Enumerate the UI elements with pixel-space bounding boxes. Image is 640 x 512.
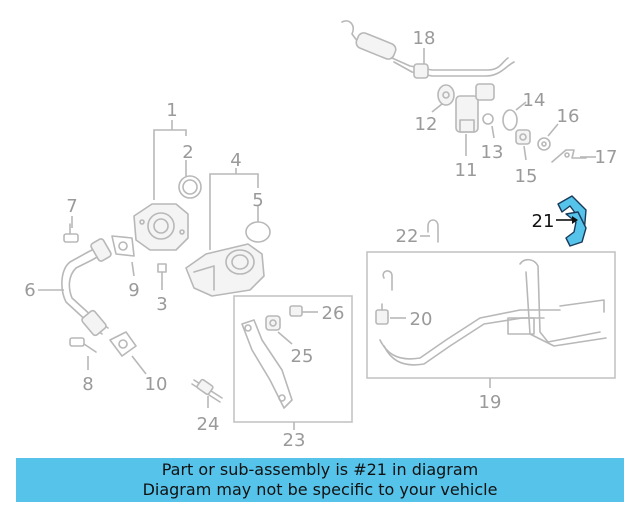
label-24: 24 [197, 414, 220, 435]
part-6-egr-pipe[interactable] [61, 238, 112, 337]
part-14-ring[interactable] [502, 109, 518, 131]
label-14: 14 [523, 90, 546, 111]
callout-10 [131, 355, 147, 375]
callout-15 [523, 145, 527, 161]
label-1: 1 [166, 100, 177, 121]
part-18-hose[interactable] [341, 20, 515, 79]
callout-14 [515, 101, 527, 111]
part-7-bolt[interactable] [63, 223, 79, 243]
label-19: 19 [479, 392, 502, 413]
label-25: 25 [291, 346, 314, 367]
info-banner: Part or sub-assembly is #21 in diagram D… [16, 458, 624, 502]
part-22-hook[interactable] [427, 219, 439, 243]
part-17-bracket[interactable] [551, 149, 587, 163]
part-11-valve[interactable] [455, 83, 495, 133]
label-17: 17 [595, 147, 618, 168]
part-21-pipe-highlighted[interactable] [557, 195, 587, 247]
part-12-cap[interactable] [437, 84, 455, 106]
label-4: 4 [230, 150, 241, 171]
label-22: 22 [396, 226, 419, 247]
banner-line-1: Part or sub-assembly is #21 in diagram [161, 460, 479, 479]
banner-line-2: Diagram may not be specific to your vehi… [142, 480, 498, 499]
part-19-pipe-assembly[interactable] [379, 258, 607, 366]
part-2-gasket[interactable] [178, 175, 202, 199]
arrow-21 [572, 216, 578, 224]
callout-16 [547, 123, 559, 137]
part-24-stud[interactable] [191, 378, 223, 403]
group-box-19 [366, 251, 616, 379]
label-10: 10 [145, 374, 168, 395]
part-16-washer[interactable] [537, 137, 551, 151]
label-23: 23 [283, 430, 306, 451]
label-2: 2 [182, 142, 193, 163]
part-3-bolt[interactable] [157, 263, 167, 285]
callout-1 [153, 120, 187, 200]
callout-25 [277, 331, 293, 345]
label-26: 26 [322, 303, 345, 324]
callout-9 [131, 261, 135, 277]
part-10-gasket[interactable] [109, 331, 137, 357]
label-15: 15 [515, 166, 538, 187]
label-7: 7 [66, 196, 77, 217]
label-12: 12 [415, 114, 438, 135]
label-5: 5 [252, 190, 263, 211]
part-4-cooler[interactable] [185, 243, 265, 297]
callout-13 [491, 125, 495, 139]
label-6: 6 [24, 280, 35, 301]
part-26-nut[interactable] [289, 305, 303, 317]
label-18: 18 [413, 28, 436, 49]
part-1-egr-valve[interactable] [133, 203, 189, 251]
label-21: 21 [532, 211, 555, 232]
part-8-bolt[interactable] [69, 337, 97, 353]
part-5-gasket[interactable] [245, 221, 271, 243]
label-16: 16 [557, 106, 580, 127]
label-9: 9 [128, 280, 139, 301]
label-20: 20 [410, 309, 433, 330]
part-23-bracket[interactable] [241, 319, 293, 409]
label-13: 13 [481, 142, 504, 163]
group-box-23 [233, 295, 353, 423]
part-25-bushing[interactable] [265, 315, 281, 331]
part-20-valve[interactable] [375, 303, 389, 325]
part-13-clip[interactable] [482, 113, 494, 125]
part-9-gasket[interactable] [111, 235, 135, 257]
label-3: 3 [156, 294, 167, 315]
callout-4 [209, 168, 259, 250]
callout-12 [431, 103, 443, 113]
label-8: 8 [82, 374, 93, 395]
label-11: 11 [455, 160, 478, 181]
part-15-bushing[interactable] [515, 129, 531, 145]
